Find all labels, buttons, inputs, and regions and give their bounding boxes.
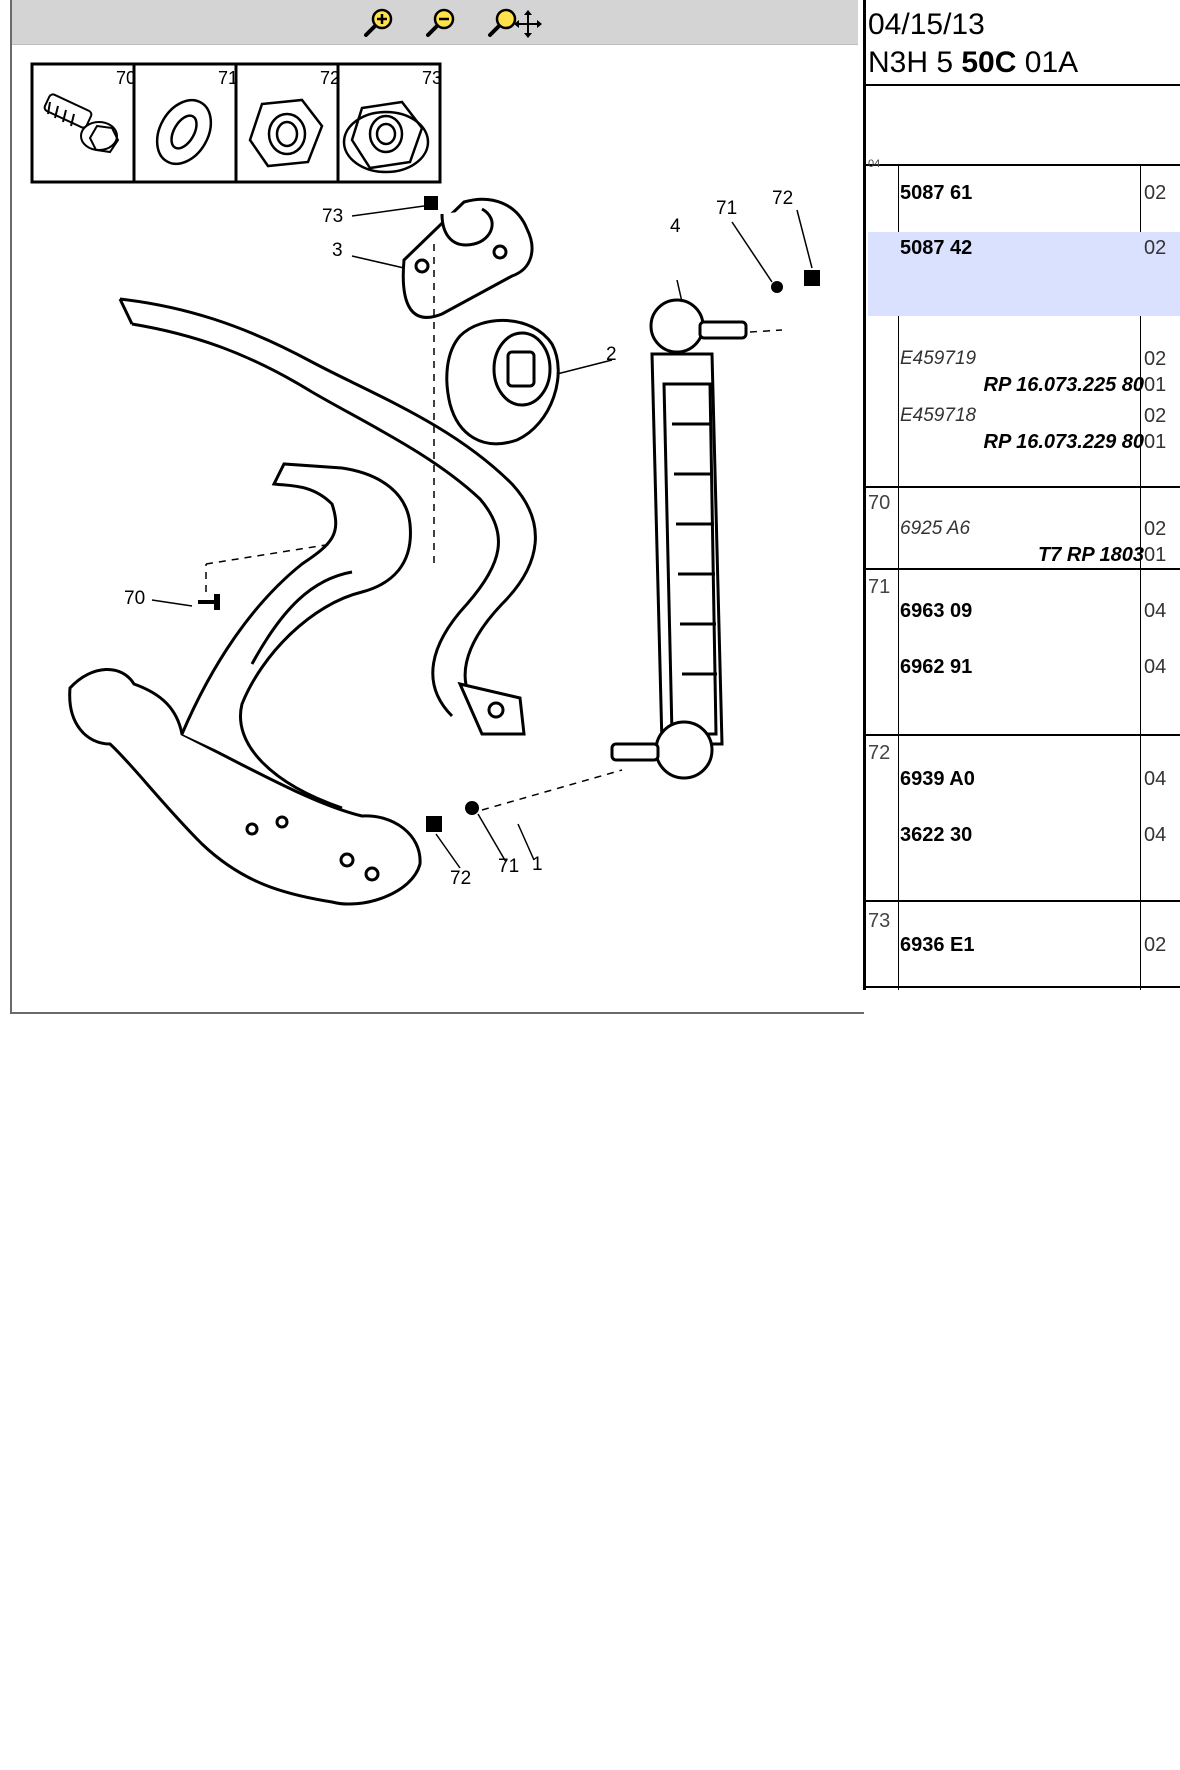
- callout-71: 71: [498, 856, 519, 877]
- part-number[interactable]: 5087 61: [900, 182, 973, 204]
- bushing-bracket: [401, 197, 534, 319]
- part-number[interactable]: 6936 E1: [900, 934, 975, 956]
- quantity: 02: [1144, 182, 1167, 204]
- quantity: 01: [1144, 431, 1167, 453]
- zoom-pan-button[interactable]: [486, 6, 544, 38]
- divider: [866, 986, 1180, 988]
- lower-control-arm: [68, 462, 422, 906]
- callout-71: 71: [716, 198, 737, 219]
- part-number[interactable]: E459719: [900, 348, 977, 369]
- nylock-nut-icon: [248, 98, 324, 168]
- legend-num: 73: [422, 68, 442, 88]
- callout-1: 1: [532, 854, 543, 875]
- divider: [866, 164, 1180, 166]
- divider: [866, 486, 1180, 488]
- zoom-in-button[interactable]: [360, 6, 400, 38]
- legend-num: 72: [320, 68, 340, 88]
- callout-2: 2: [606, 344, 617, 365]
- callout-3: 3: [332, 240, 343, 261]
- quantity: 02: [1144, 348, 1167, 370]
- part-number[interactable]: 6963 09: [900, 600, 973, 622]
- part-number[interactable]: E459718: [900, 405, 977, 426]
- quantity: 04: [1144, 768, 1167, 790]
- code-suffix: 01A: [1016, 46, 1079, 79]
- quantity: 04: [1144, 600, 1167, 622]
- quantity: 04: [1144, 824, 1167, 846]
- divider: [866, 84, 1180, 86]
- callout-73: 73: [322, 206, 343, 227]
- divider: [866, 734, 1180, 736]
- legend-num: 70: [116, 68, 136, 88]
- divider: [866, 900, 1180, 902]
- washer-icon: [155, 98, 213, 166]
- part-number[interactable]: 6939 A0: [900, 768, 975, 790]
- zoom-out-icon: [426, 8, 455, 37]
- code-prefix: N3H 5: [868, 46, 962, 79]
- quantity: 04: [1144, 656, 1167, 678]
- part-number[interactable]: T7 RP 1803: [1038, 544, 1144, 566]
- row-highlight: [868, 232, 1180, 316]
- zoom-out-button[interactable]: [422, 6, 462, 38]
- panel-divider: [863, 0, 866, 990]
- quantity: 02: [1144, 405, 1167, 427]
- part-number[interactable]: RP 16.073.229 80: [983, 431, 1145, 453]
- rubber-bushing: [445, 318, 560, 446]
- callout-72: 72: [450, 868, 471, 889]
- quantity: 02: [1144, 518, 1167, 540]
- grid-line: [898, 166, 899, 990]
- divider: [866, 568, 1180, 570]
- leader-lines: [151, 205, 813, 869]
- ref-number: 04: [868, 158, 881, 170]
- parts-diagram: 70 71 72 73: [30, 62, 820, 906]
- panel-code: N3H 5 50C 01A: [868, 46, 1078, 80]
- part-number[interactable]: 5087 42: [900, 237, 973, 259]
- ref-number: 72: [868, 742, 891, 764]
- ref-number: 73: [868, 910, 891, 932]
- zoom-in-icon: [364, 8, 393, 37]
- part-number[interactable]: RP 16.073.225 80: [983, 374, 1145, 396]
- flange-nut-icon: [342, 100, 430, 174]
- quantity: 02: [1144, 237, 1167, 259]
- zoom-pan-icon: [488, 8, 542, 38]
- alignment-lines: [205, 244, 783, 811]
- quantity: 01: [1144, 544, 1167, 566]
- fastener-markers: [198, 196, 820, 832]
- ref-number: 71: [868, 576, 891, 598]
- stabilizer-link: [610, 298, 748, 780]
- parts-list-panel: 04/15/13 N3H 5 50C 01A 04 5087 61 02 508…: [862, 0, 1180, 1012]
- code-bold: 50C: [961, 46, 1017, 79]
- callout-72: 72: [772, 188, 793, 209]
- callout-4: 4: [670, 216, 681, 237]
- panel-date: 04/15/13: [868, 8, 985, 41]
- part-number[interactable]: 3622 30: [900, 824, 973, 846]
- part-number[interactable]: 6962 91: [900, 656, 973, 678]
- diagram-viewer: 70 71 72 73: [10, 0, 864, 1014]
- quantity: 01: [1144, 374, 1167, 396]
- grid-line: [1140, 166, 1141, 990]
- callout-70: 70: [124, 588, 145, 609]
- hardware-legend: 70 71 72 73: [30, 62, 442, 184]
- part-number[interactable]: 6925 A6: [900, 518, 971, 539]
- viewer-toolbar: [12, 0, 858, 45]
- bolt-icon: [43, 93, 120, 154]
- quantity: 02: [1144, 934, 1167, 956]
- legend-num: 71: [218, 68, 238, 88]
- stabilizer-bar: [118, 297, 537, 736]
- ref-number: 70: [868, 492, 891, 514]
